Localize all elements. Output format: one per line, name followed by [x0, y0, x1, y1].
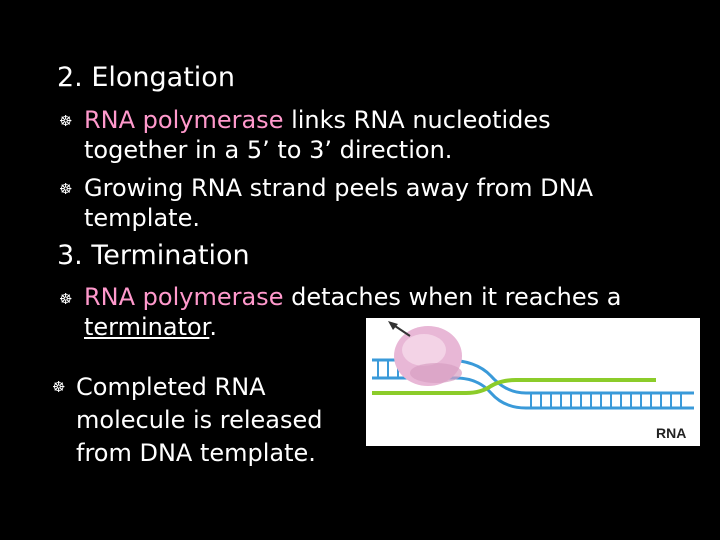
bullet-text: together in a 5’ to 3’ direction. — [84, 136, 453, 164]
rna-polymerase-term: RNA polymerase — [84, 106, 284, 134]
termination-heading: 3. Termination — [57, 240, 250, 271]
bullet-text: . — [209, 313, 217, 341]
bullet-icon: ☸ — [52, 378, 66, 396]
bullet-text: links RNA nucleotides — [283, 106, 551, 134]
bullet-text: molecule is released — [76, 406, 323, 434]
rna-label: RNA — [656, 425, 686, 441]
bullet-text: detaches when it reaches a — [283, 283, 622, 311]
bullet-icon: ☸ — [59, 180, 73, 198]
bullet-text: Completed RNA — [76, 373, 266, 401]
elongation-bullet-1: RNA polymerase links RNA nucleotides tog… — [84, 105, 551, 165]
rna-polymerase-shape — [394, 326, 462, 386]
terminator-term: terminator — [84, 313, 210, 341]
bullet-text: template. — [84, 204, 200, 232]
bullet-text: from DNA template. — [76, 439, 316, 467]
elongation-heading: 2. Elongation — [57, 62, 235, 93]
release-arrow-icon — [388, 321, 411, 337]
bullet-text: Growing RNA strand peels away from DNA — [84, 174, 594, 202]
termination-bullet-1: RNA polymerase detaches when it reaches … — [84, 282, 621, 342]
rna-strand — [372, 378, 656, 395]
termination-bullet-2: Completed RNA molecule is released from … — [76, 371, 323, 470]
bullet-icon: ☸ — [59, 290, 73, 308]
rna-polymerase-term: RNA polymerase — [84, 283, 284, 311]
transcription-termination-figure: RNA — [366, 318, 700, 446]
bullet-icon: ☸ — [59, 112, 73, 130]
elongation-bullet-2: Growing RNA strand peels away from DNA t… — [84, 173, 593, 233]
figure-svg: RNA — [372, 321, 694, 441]
